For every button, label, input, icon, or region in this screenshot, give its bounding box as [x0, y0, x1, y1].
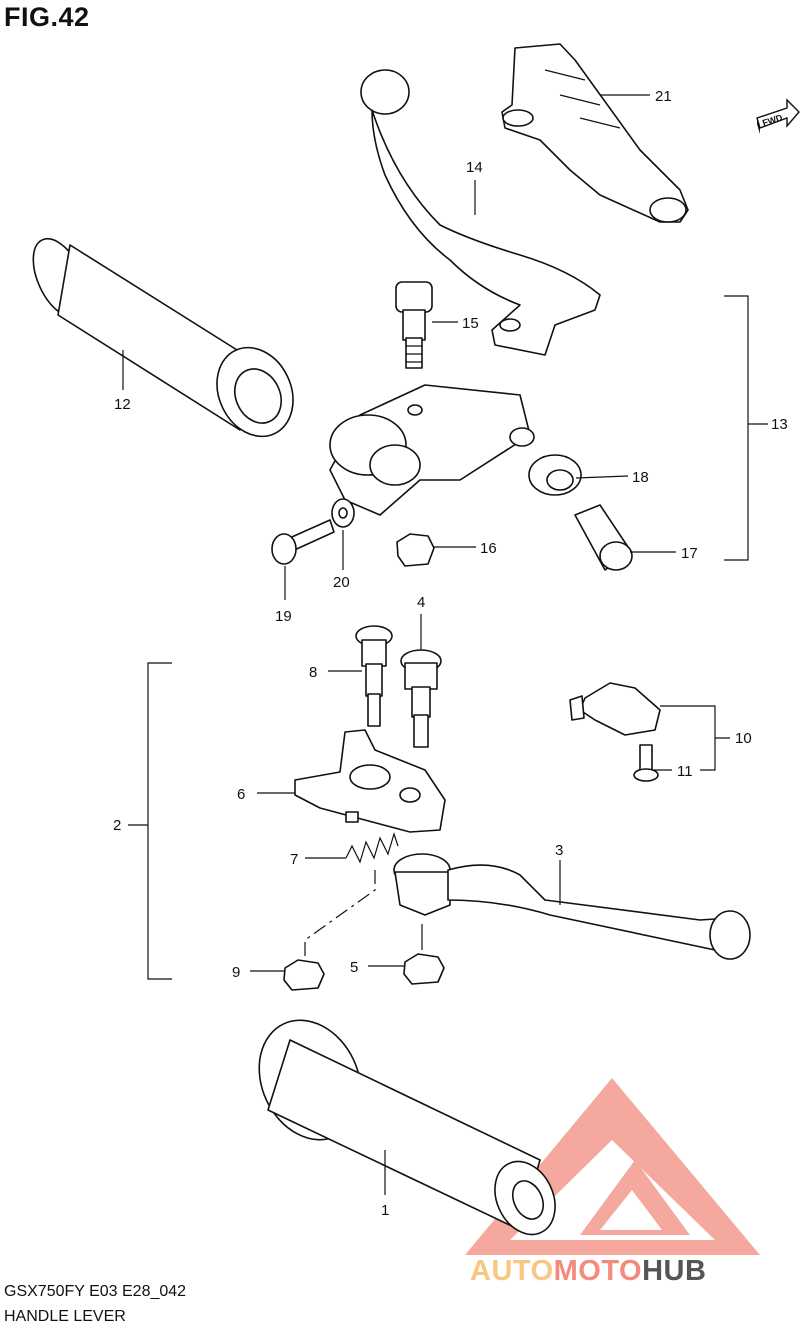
- nut-16-part: [396, 533, 435, 567]
- label-16: 16: [480, 540, 497, 557]
- model-caption: GSX750FY E03 E28_042: [4, 1283, 187, 1300]
- brake-lever-part: [393, 853, 751, 960]
- right-grip-part: [258, 1019, 556, 1236]
- figure-title: FIG.42: [4, 2, 90, 32]
- label-9: 9: [232, 964, 240, 981]
- label-12: 12: [114, 396, 131, 413]
- nut-9-part: [283, 959, 325, 991]
- left-grip-part: [32, 238, 294, 438]
- bolt-15-part: [395, 281, 433, 369]
- watermark-moto: MOTO: [553, 1255, 643, 1287]
- bolt-19-part: [271, 519, 335, 565]
- leader-lines: [122, 94, 768, 1195]
- part-number-labels: 21 14 15 12 13 18 17 16 20 19 4 8 10 11 …: [113, 88, 788, 1219]
- watermark-text: AUTOMOTOHUB: [470, 1255, 706, 1288]
- label-6: 6: [237, 786, 245, 803]
- label-5: 5: [350, 959, 358, 976]
- adjuster-17-part: [574, 504, 633, 571]
- label-14: 14: [466, 159, 483, 176]
- label-10: 10: [735, 730, 752, 747]
- label-8: 8: [309, 664, 317, 681]
- clutch-lever-part: [360, 69, 601, 356]
- label-1: 1: [381, 1202, 389, 1219]
- label-7: 7: [290, 851, 298, 868]
- label-13: 13: [771, 416, 788, 433]
- spring-7-part: [345, 832, 399, 864]
- nut-5-part: [403, 953, 445, 985]
- screw-11-part: [633, 744, 659, 782]
- brake-switch-part: [569, 682, 661, 736]
- washer-20-part: [331, 498, 355, 528]
- collar-4-part: [400, 649, 442, 748]
- label-2: 2: [113, 817, 121, 834]
- label-3: 3: [555, 842, 563, 859]
- front-brake-holder-part: [294, 729, 446, 833]
- fwd-label: FWD: [761, 112, 784, 128]
- label-11: 11: [677, 763, 693, 780]
- name-caption: HANDLE LEVER: [4, 1308, 126, 1325]
- watermark-hub: HUB: [642, 1255, 707, 1287]
- adjuster-18-part: [528, 454, 582, 496]
- label-17: 17: [681, 545, 698, 562]
- fwd-arrow-icon: FWD: [756, 98, 800, 134]
- label-21: 21: [655, 88, 672, 105]
- watermark-auto: AUTO: [470, 1255, 554, 1287]
- bolt-8-part: [355, 625, 393, 727]
- label-20: 20: [333, 574, 350, 591]
- lever-cover-part: [501, 43, 689, 223]
- label-18: 18: [632, 469, 649, 486]
- label-15: 15: [462, 315, 479, 332]
- label-19: 19: [275, 608, 292, 625]
- lever-holder-part: [329, 384, 535, 516]
- label-4: 4: [417, 594, 425, 611]
